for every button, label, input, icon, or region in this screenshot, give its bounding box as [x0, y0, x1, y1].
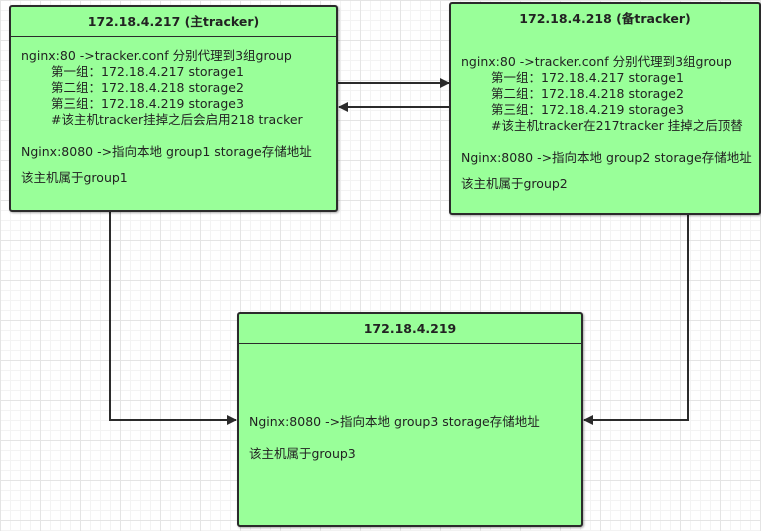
- failover-note: #该主机tracker在217tracker 挂掉之后顶替: [491, 118, 743, 133]
- group-membership: 该主机属于group2: [461, 176, 568, 191]
- nginx-storage-line: Nginx:8080 ->指向本地 group1 storage存储地址: [21, 144, 312, 159]
- nginx-storage-line: Nginx:8080 ->指向本地 group2 storage存储地址: [461, 150, 752, 165]
- group3-line: 第三组：172.18.4.219 storage3: [51, 96, 244, 111]
- node-title: 172.18.4.217 (主tracker): [11, 7, 336, 37]
- arrow-b-to-c: [583, 215, 689, 425]
- nginx-storage-line: Nginx:8080 ->指向本地 group3 storage存储地址: [249, 414, 540, 429]
- group1-line: 第一组：172.18.4.217 storage1: [491, 70, 684, 85]
- node-backup-tracker[interactable]: 172.18.4.218 (备tracker) nginx:80 ->track…: [449, 2, 761, 215]
- nginx-proxy-line: nginx:80 ->tracker.conf 分别代理到3组group: [21, 48, 292, 63]
- group3-line: 第三组：172.18.4.219 storage3: [491, 102, 684, 117]
- group2-line: 第二组：172.18.4.218 storage2: [491, 86, 684, 101]
- group-membership: 该主机属于group1: [21, 170, 128, 185]
- nginx-proxy-line: nginx:80 ->tracker.conf 分别代理到3组group: [461, 54, 732, 69]
- group1-line: 第一组：172.18.4.217 storage1: [51, 64, 244, 79]
- node-storage-219[interactable]: 172.18.4.219 Nginx:8080 ->指向本地 group3 st…: [237, 312, 583, 527]
- arrow-a-to-c: [109, 212, 237, 425]
- node-primary-tracker[interactable]: 172.18.4.217 (主tracker) nginx:80 ->track…: [9, 5, 338, 212]
- node-title: 172.18.4.218 (备tracker): [519, 11, 691, 26]
- node-title: 172.18.4.219: [239, 314, 581, 344]
- group-membership: 该主机属于group3: [249, 446, 356, 461]
- group2-line: 第二组：172.18.4.218 storage2: [51, 80, 244, 95]
- failover-note: #该主机tracker挂掉之后会启用218 tracker: [51, 112, 303, 127]
